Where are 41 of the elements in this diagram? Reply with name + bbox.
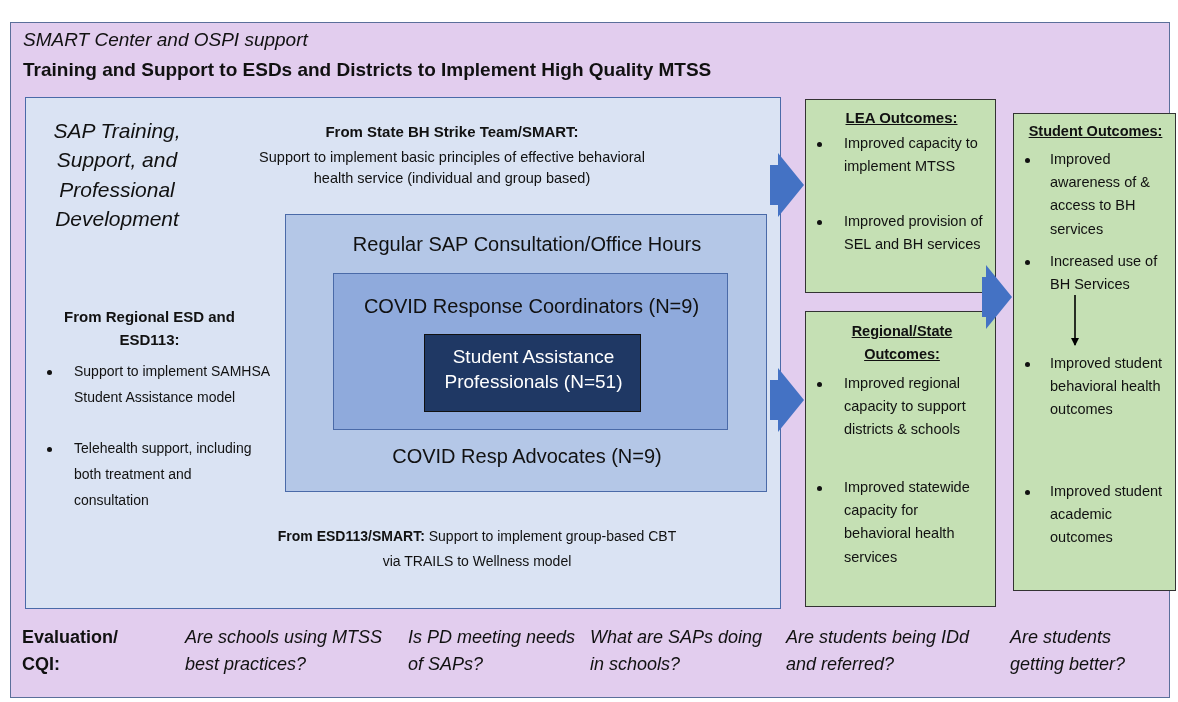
outcome-heading: LEA Outcomes: (844, 108, 959, 128)
evaluation-question: Is PD meeting needs of SAPs? (408, 626, 577, 676)
bullet-item: Improved capacity to implement MTSS (844, 134, 979, 177)
bullet-item: Increased use of BH Services (1050, 252, 1159, 295)
tier-title: Student Assistance Professionals (N=51) (443, 345, 624, 394)
support-description: Support to implement basic principles of effective behavioral health service (individual and group based) (258, 148, 646, 188)
outcome-box (1013, 113, 1176, 591)
tier-title: COVID Resp Advocates (N=9) (391, 444, 663, 469)
panel-heading: Training and Support to ESDs and Districts to Implement High Quality MTSS (23, 58, 713, 82)
outcome-box (805, 99, 996, 293)
evaluation-heading: Evaluation/ CQI: (22, 626, 120, 676)
bullet-item: Improved provision of SEL and BH services (844, 212, 984, 255)
block-arrow (770, 368, 804, 432)
source-heading: From State BH Strike Team/SMART: (324, 122, 580, 142)
panel-heading: SMART Center and OSPI support (23, 28, 310, 52)
evaluation-question: What are SAPs doing in schools? (590, 626, 764, 676)
bullet-item: Telehealth support, including both treatment and consultation (74, 439, 253, 510)
bullet-item: Improved student academic outcomes (1050, 482, 1164, 548)
bullet-item: Support to implement SAMHSA Student Assistance model (74, 362, 270, 407)
source-heading: From Regional ESD and ESD113: (63, 307, 236, 351)
training-box (25, 97, 781, 609)
tier-box (333, 273, 728, 430)
section-title: SAP Training, Support, and Professional Development (52, 118, 182, 233)
bullet-item: Improved regional capacity to support districts & schools (844, 374, 967, 440)
outcome-box (805, 311, 996, 607)
arrow (1071, 294, 1079, 346)
block-arrow (982, 265, 1012, 329)
outcome-heading: Student Outcomes: (1027, 122, 1164, 141)
core-box (424, 334, 641, 412)
evaluation-question: Are students getting better? (1010, 626, 1127, 676)
evaluation-question: Are students being IDd and referred? (786, 626, 971, 676)
bullet-item: Improved awareness of & access to BH services (1050, 150, 1151, 239)
tier-title: COVID Response Coordinators (N=9) (362, 294, 701, 319)
bullet-item: Improved statewide capacity for behavioral health services (844, 478, 971, 567)
bullet-item: Improved student behavioral health outcomes (1050, 354, 1164, 420)
support-description: From ESD113/SMART: Support to implement group-based CBT via TRAILS to Wellness model (277, 527, 677, 572)
tier-title: Regular SAP Consultation/Office Hours (351, 232, 703, 257)
evaluation-question: Are schools using MTSS best practices? (185, 626, 384, 676)
outcome-heading: Regional/State Outcomes: (850, 322, 954, 365)
tier-box (285, 214, 767, 492)
block-arrow (770, 153, 804, 217)
